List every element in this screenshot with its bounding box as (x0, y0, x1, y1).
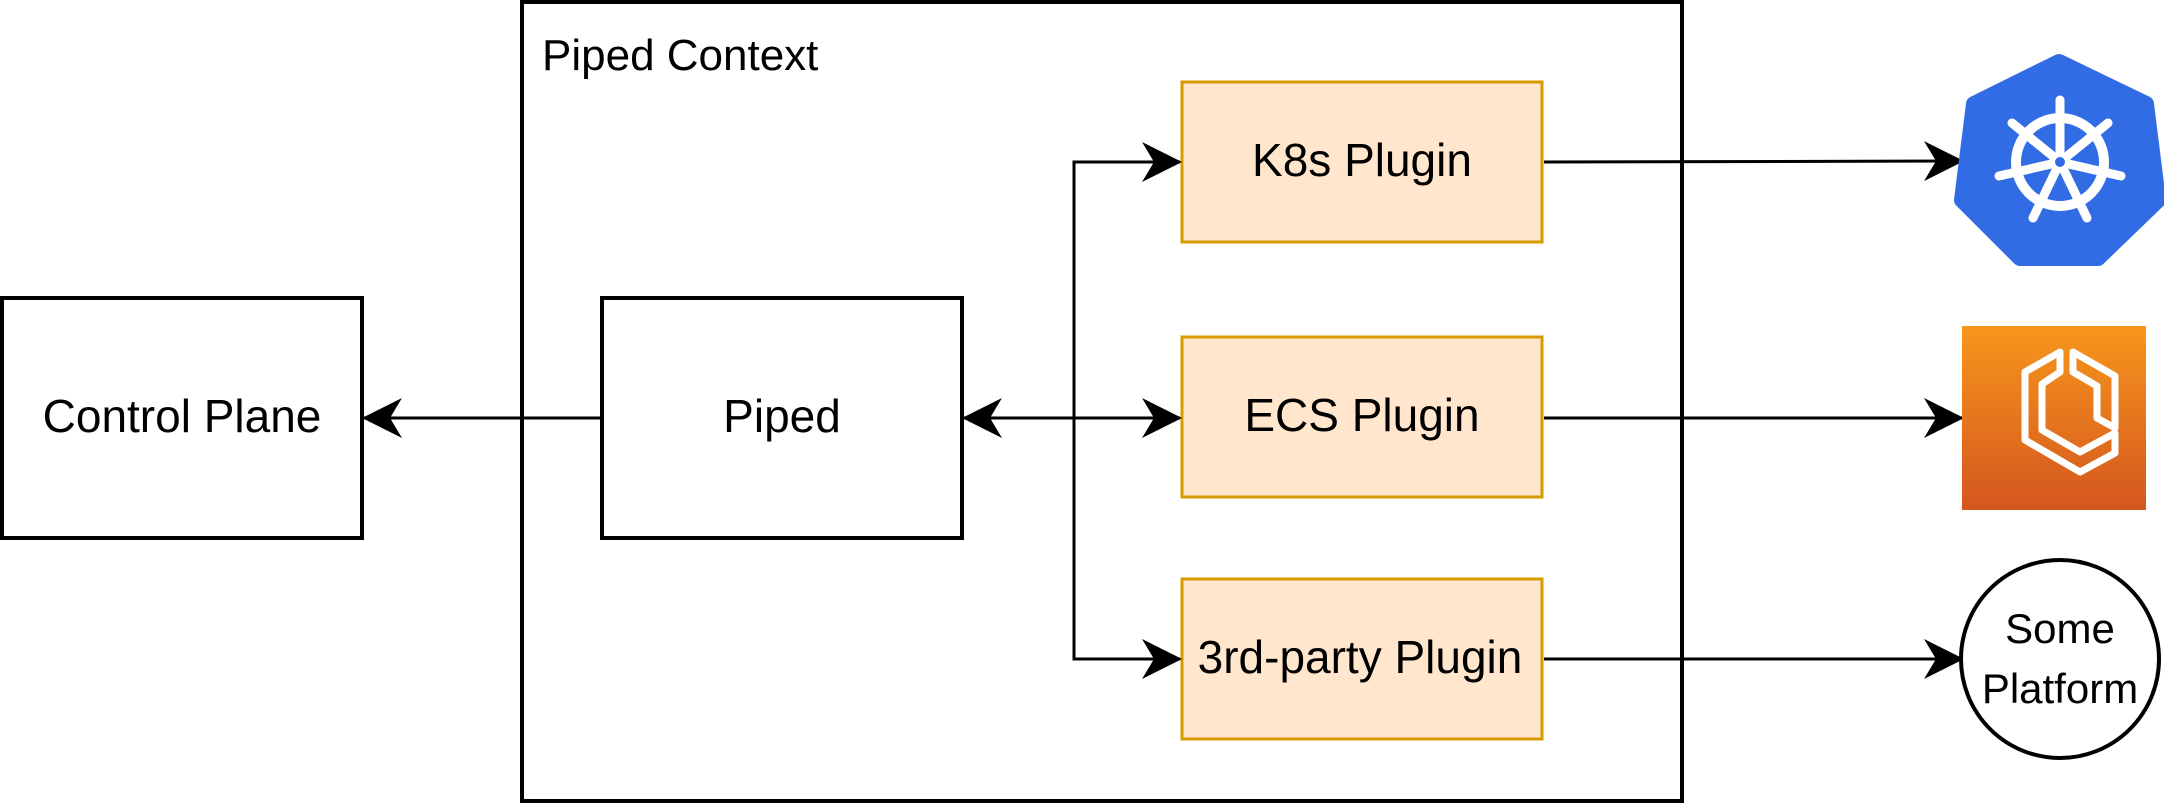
edges (362, 141, 1964, 679)
control-plane-node: Control Plane (0, 296, 364, 540)
ecs-plugin-node: ECS Plugin (1180, 335, 1544, 499)
some-platform-node: Some Platform (1959, 558, 2161, 760)
edge-to-third-party-plugin (1072, 418, 1182, 679)
ecs-plugin-label: ECS Plugin (1244, 389, 1479, 441)
third-party-plugin-label: 3rd-party Plugin (1198, 631, 1523, 683)
kubernetes-icon (1954, 54, 2164, 266)
edge-to-k8s-plugin (1072, 142, 1182, 418)
some-platform-label-line2: Platform (1982, 665, 2138, 712)
k8s-plugin-node: K8s Plugin (1180, 80, 1544, 244)
piped-context-label: Piped Context (542, 31, 818, 80)
edge-k8s-plugin-to-kubernetes (1543, 141, 1964, 182)
control-plane-label: Control Plane (43, 390, 322, 442)
piped-node: Piped (600, 296, 964, 540)
some-platform-label-line1: Some (2005, 605, 2115, 652)
third-party-plugin-node: 3rd-party Plugin (1180, 577, 1544, 741)
piped-label: Piped (723, 390, 841, 442)
k8s-plugin-label: K8s Plugin (1252, 134, 1472, 186)
aws-ecs-icon (1962, 326, 2146, 510)
